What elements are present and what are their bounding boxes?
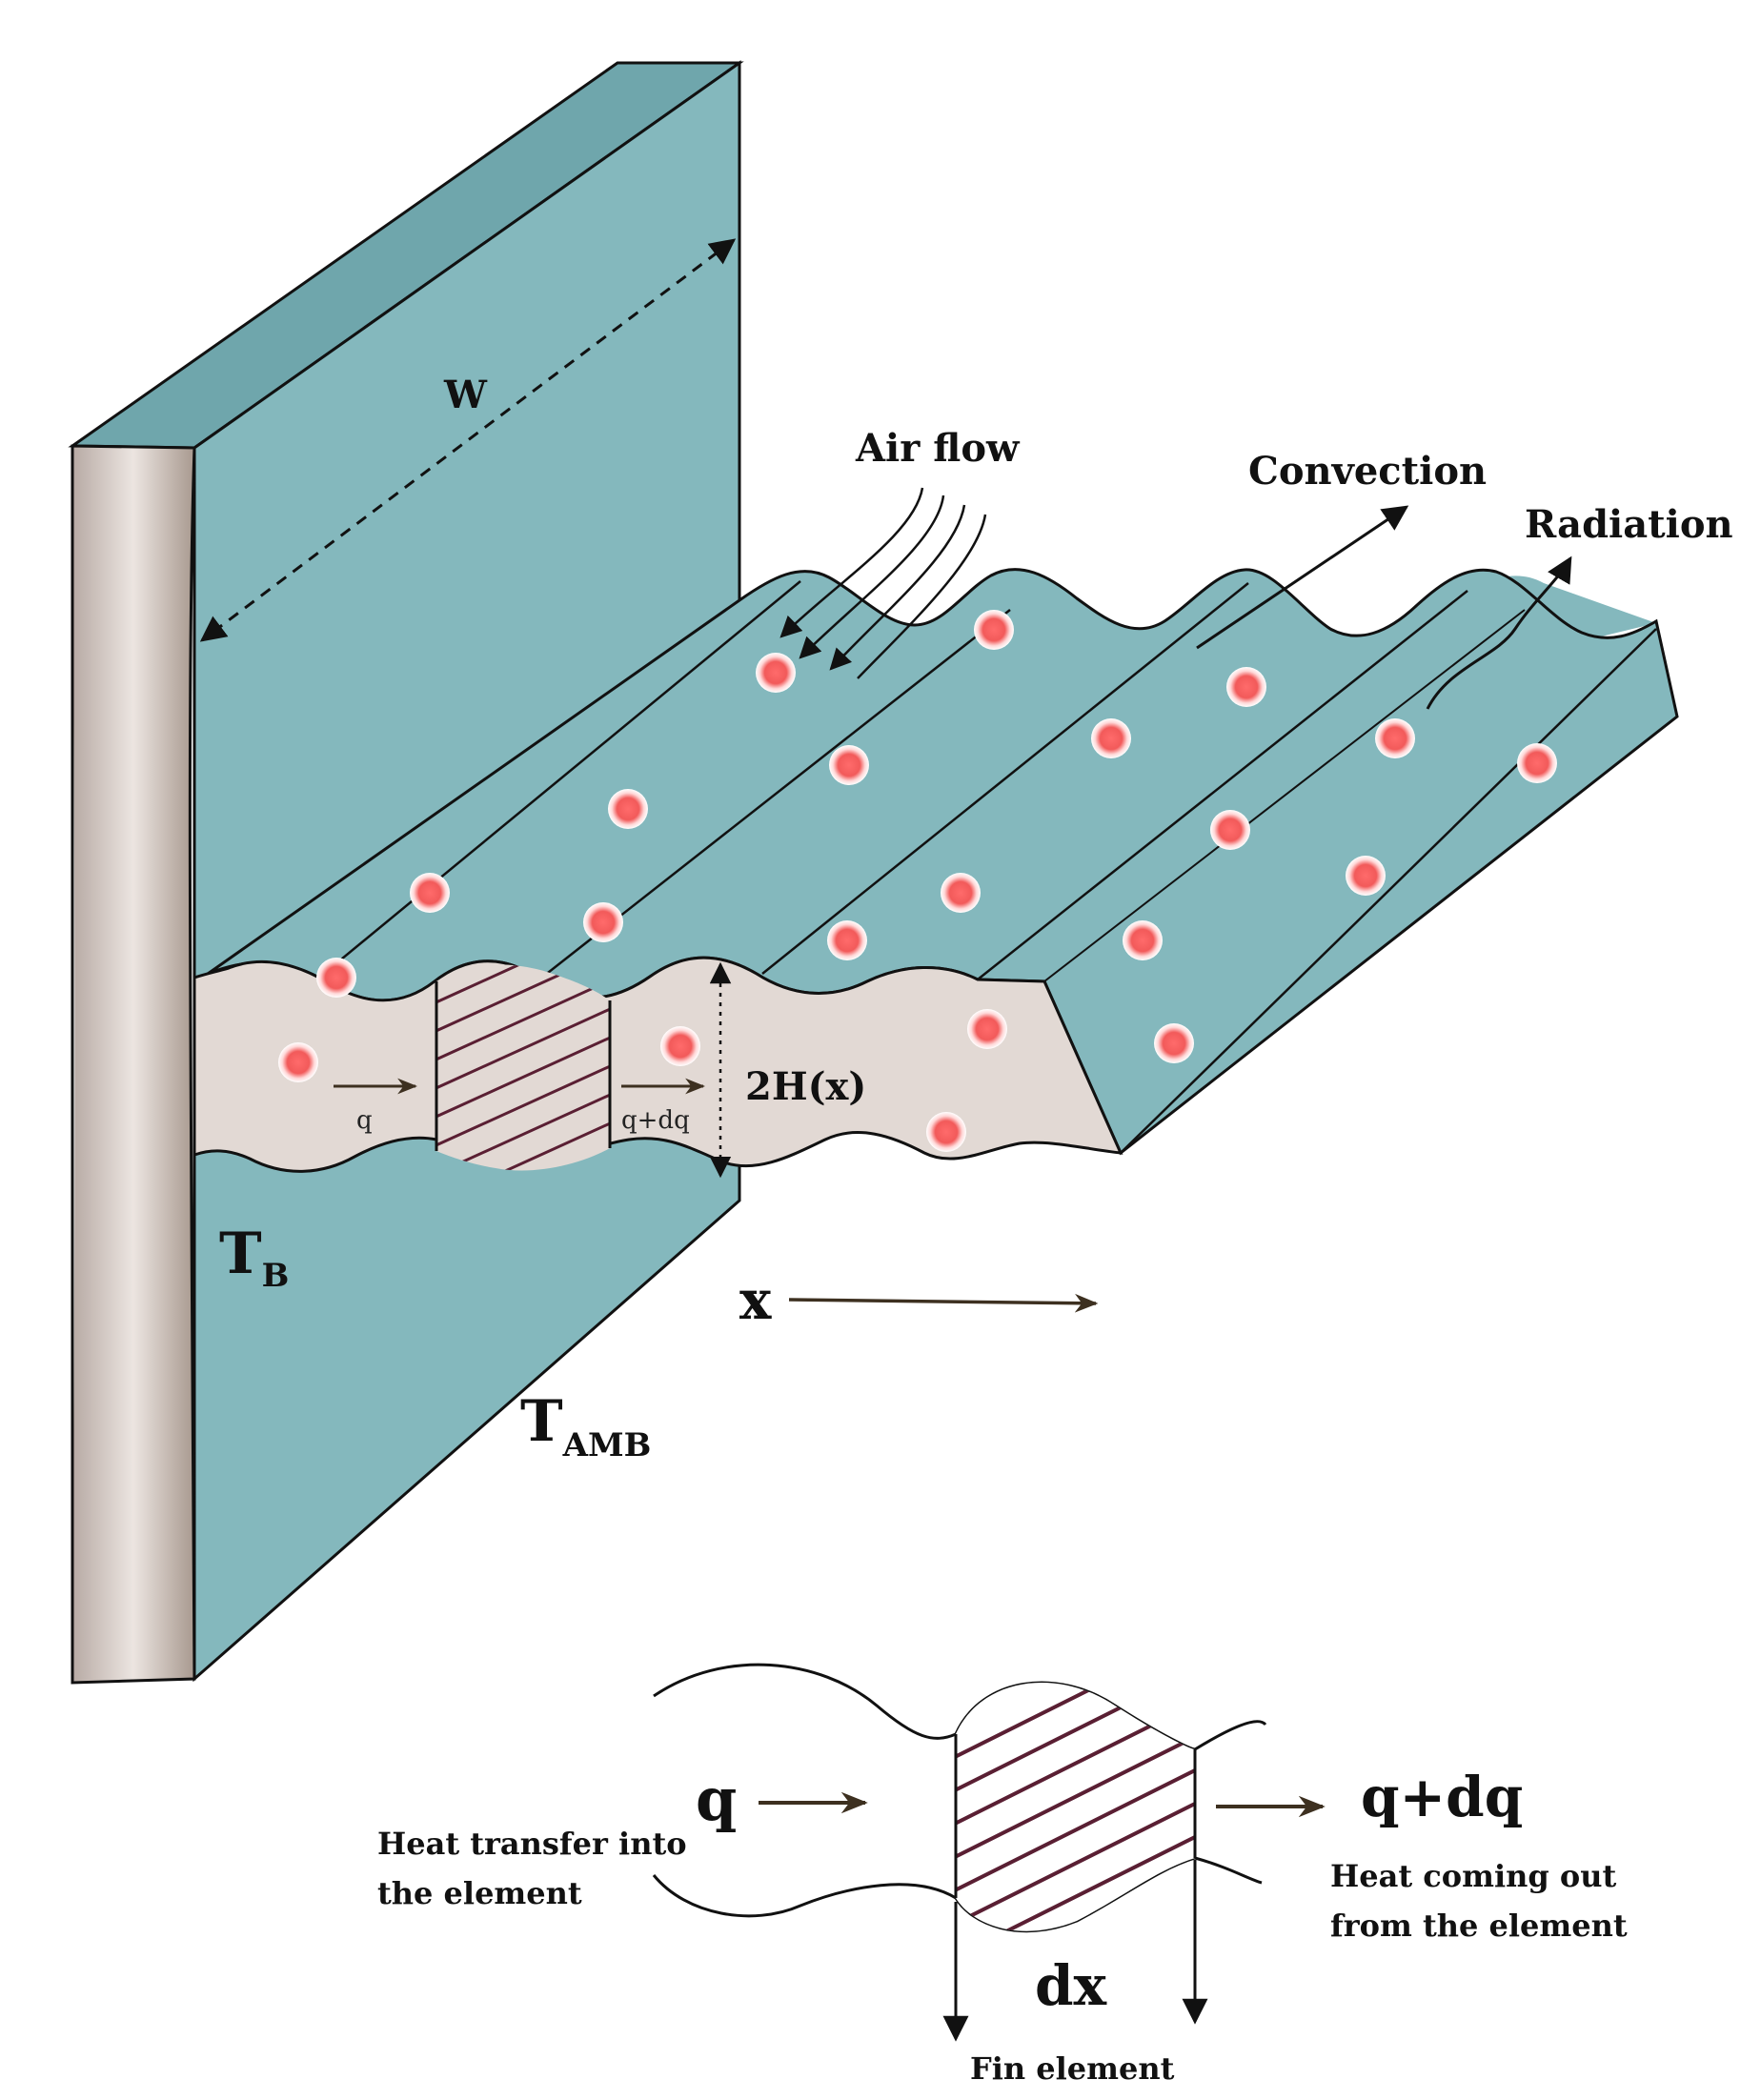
heat-dots — [278, 610, 1557, 1152]
convection-arrow — [1196, 505, 1409, 650]
q-in-small-label: q — [356, 1106, 373, 1135]
width-dimension-arrow — [199, 238, 737, 642]
fin-element-detail — [652, 1663, 1326, 2042]
heat-out-caption-line1: Heat coming out — [1330, 1858, 1616, 1894]
base-temperature-label: TB — [219, 1221, 289, 1295]
radiation-arrow — [1426, 555, 1572, 710]
heat-in-caption-line1: Heat transfer into — [377, 1826, 687, 1862]
fin-element-label: Fin element — [970, 2050, 1175, 2087]
convection-label: Convection — [1248, 449, 1487, 494]
fin-upper-surface — [207, 568, 1679, 1156]
thickness-label: 2H(x) — [745, 1064, 866, 1109]
x-axis-label: x — [739, 1269, 772, 1332]
fin-cross-section — [192, 956, 1123, 1179]
q-out-label: q+dq — [1361, 1765, 1523, 1829]
q-in-label: q — [696, 1765, 737, 1834]
heat-out-caption-line2: from the element — [1330, 1908, 1628, 1944]
heat-in-caption-line2: the element — [377, 1875, 582, 1911]
width-label: W — [443, 373, 488, 417]
air-flow-label: Air flow — [855, 426, 1021, 471]
ambient-temperature-label: TAMB — [520, 1388, 651, 1464]
x-axis-arrow — [788, 1293, 1099, 1313]
air-flow-arrows — [779, 487, 987, 679]
hatched-element-section — [436, 964, 610, 1171]
q-out-small-label: q+dq — [621, 1106, 690, 1135]
dx-label: dx — [1035, 1953, 1107, 2018]
radiation-label: Radiation — [1525, 502, 1733, 547]
